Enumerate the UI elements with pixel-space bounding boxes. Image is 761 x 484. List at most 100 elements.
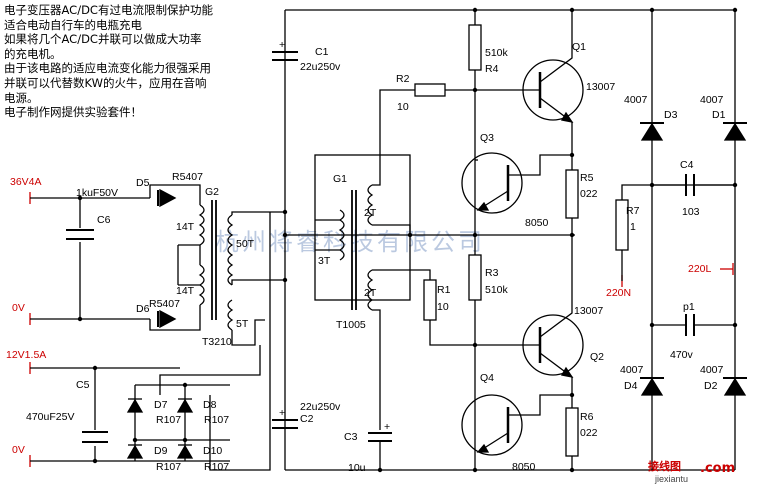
label-g1-3t: 3T [318,255,331,267]
label-c4-val: 103 [682,206,700,218]
wires-36v-section [30,184,201,331]
label-t3210: T3210 [202,336,232,348]
label-g2: G2 [205,186,219,198]
label-d4: D4 [624,380,638,392]
label-d6-val: R5407 [149,298,180,310]
label-c5: C5 [76,379,90,391]
capacitor-c1: + [272,39,298,61]
svg-text:+: + [279,39,285,51]
note-line: 并联可以代替数KW的火牛，应用在音响 [4,75,207,90]
label-d5: D5 [136,177,150,189]
note-line: 的充电机。 [4,46,62,61]
label-r7: R7 [626,205,640,217]
note-line: 电子制作网提供实验套件！ [4,105,142,120]
label-r4: R4 [485,63,499,75]
label-d1-val: 4007 [700,94,724,106]
label-r6: R6 [580,411,594,423]
capacitor-c2: + [272,407,298,429]
label-d7: D7 [154,399,168,411]
label-c5-val: 470uF25V [26,411,74,423]
transistor-q3 [461,152,572,214]
note-line: 电子变压器AC/DC有过电流限制保护功能 [4,3,213,17]
diodes-d1-d4 [640,122,747,396]
label-220l: 220L [688,263,712,275]
label-d2-val: 4007 [700,364,724,376]
label-r107-2: R107 [204,414,229,426]
label-r6-val: 022 [580,427,598,439]
label-q3-val: 8050 [525,217,549,229]
label-q3: Q3 [480,132,494,144]
label-q2-val: 13007 [574,305,603,317]
label-c6: C6 [97,214,111,226]
label-g2-5t: 5T [236,318,249,330]
label-q1-val: 13007 [586,81,615,93]
label-p1-val: 470v [670,349,694,361]
label-r7-val: 1 [630,221,636,233]
logo-text: 接线图 [648,459,681,473]
label-r1: R1 [437,284,451,296]
label-0v-top: 0V [12,302,25,314]
resistor-r7 [615,184,735,281]
label-g2-50t: 50T [236,238,255,250]
label-220n: 220N [606,287,631,299]
logo-suffix: .com [700,461,735,476]
label-r2: R2 [396,73,410,85]
label-p1: p1 [683,301,695,313]
transformer-g2 [198,200,285,346]
transistor-q1 [522,10,584,170]
label-d1: D1 [712,109,726,121]
label-r2-val: 10 [397,101,409,113]
label-r5-val: 022 [580,188,598,200]
right-rails [651,10,736,470]
label-g2-14t-bot: 14T [176,285,195,297]
label-c3: C3 [344,431,358,443]
transistor-q2 [522,235,584,408]
label-d8: D8 [203,399,217,411]
logo-site: jiexiantu [654,474,688,484]
resistor-r2 [414,83,540,97]
label-d4-val: 4007 [620,364,644,376]
label-c1: C1 [315,46,329,58]
label-d5-val: R5407 [172,171,203,183]
component-labels: C6 1kuF50V D5 R5407 D6 R5407 G2 14T 14T … [26,41,726,474]
label-r3-val: 510k [485,284,509,296]
note-line: 适合电动自行车的电瓶充电 [4,17,142,32]
label-g1: G1 [333,173,347,185]
diode-d5 [157,188,177,208]
capacitor-c4 [685,174,695,196]
label-c6-val: 1kuF50V [76,187,118,199]
label-c2-val: 22u250v [300,401,341,413]
label-12v: 12V1.5A [6,349,46,361]
label-r107-4: R107 [204,461,229,473]
resistor-r6 [565,407,579,470]
bridge-diodes [126,398,194,459]
label-d3: D3 [664,109,678,121]
note-line: 电源。 [4,90,39,105]
label-0v-bot: 0V [12,444,25,456]
resistor-r3 [468,235,482,470]
corner-logo: 接线图 .com jiexiantu [648,459,735,484]
label-q2: Q2 [590,351,604,363]
resistor-r1 [423,279,540,346]
junction-dots [77,7,738,473]
label-d3-val: 4007 [624,94,648,106]
label-r5: R5 [580,172,594,184]
label-d2: D2 [704,380,718,392]
label-t1005: T1005 [336,319,366,331]
transistor-q4 [461,394,572,456]
capacitor-c3: + [368,421,392,470]
label-d9: D9 [154,445,168,457]
note-line: 由于该电路的适应电流变化能力很强采用 [4,61,211,76]
capacitor-p1 [685,314,695,336]
svg-text:+: + [279,407,285,419]
label-d10: D10 [203,445,222,457]
resistor-r5 [565,169,579,235]
label-g1-2t-top: 2T [364,207,377,219]
terminal-labels: 36V4A 0V 12V1.5A 0V 220N 220L [6,176,712,456]
label-q4: Q4 [480,372,494,384]
label-c3-val: 10u [348,462,366,474]
label-c1-val: 22u250v [300,61,341,73]
label-r3: R3 [485,267,499,279]
watermark-text: 杭州将睿科技有限公司 [215,228,485,256]
